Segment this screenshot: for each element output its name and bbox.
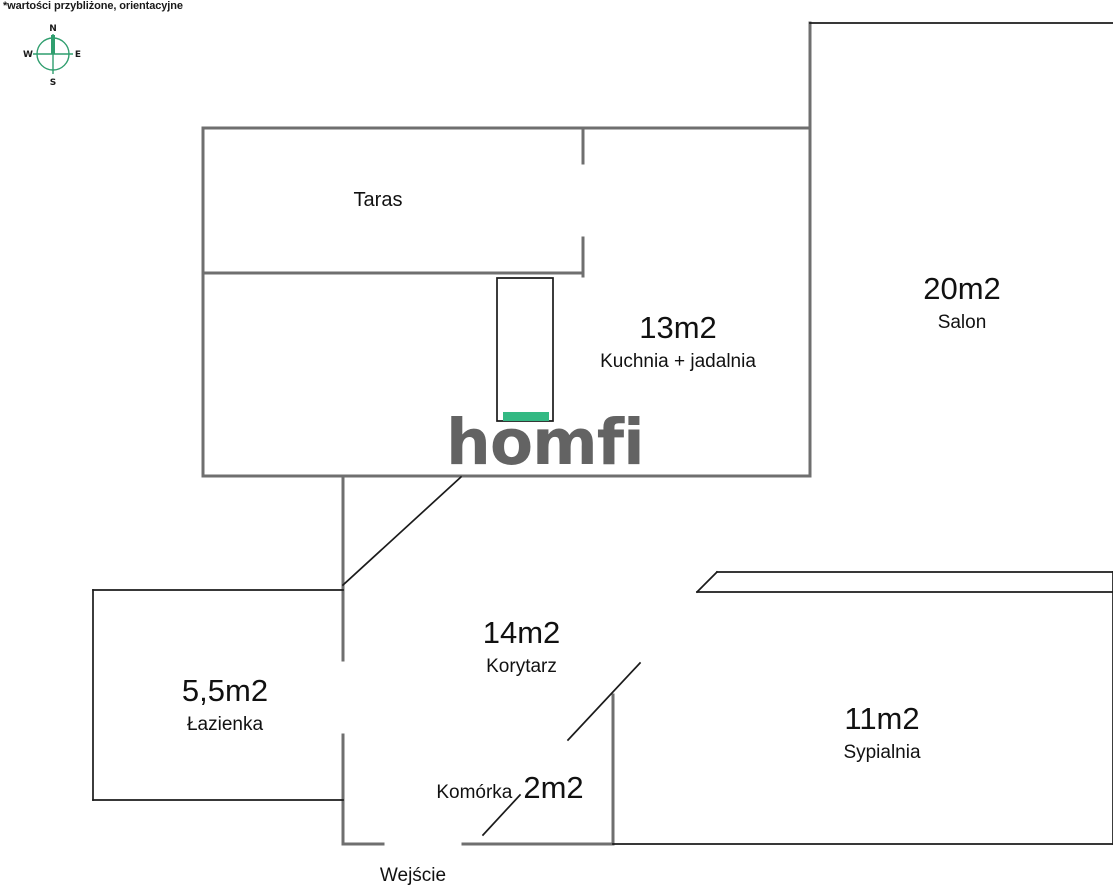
wall-diagonal-corridor	[341, 475, 463, 587]
homfi-watermark: homfi	[446, 406, 672, 479]
door-swing-bedroom	[695, 570, 719, 594]
wall-group-thin	[92, 22, 1113, 845]
room-area-lazienka: 5,5m2	[181, 673, 269, 708]
compass-rose: N E S W	[22, 20, 84, 88]
compass-label-east: E	[75, 50, 81, 60]
room-label-korytarz: 14m2 Korytarz	[443, 617, 600, 676]
door-swing-storage	[566, 661, 642, 742]
compass-label-west: W	[23, 50, 33, 60]
compass-icon: N E S W	[23, 24, 81, 88]
room-label-komorka: Komórka 2m2	[420, 772, 600, 803]
room-name-kuchnia: Kuchnia + jadalnia	[600, 351, 756, 372]
room-area-salon: 20m2	[923, 271, 1001, 306]
room-label-salon: 20m2 Salon	[882, 273, 1042, 332]
wall-group-thick	[201, 21, 812, 846]
room-label-sypialnia: 11m2 Sypialnia	[802, 703, 962, 762]
room-name-komorka: Komórka	[436, 782, 513, 803]
room-name-taras: Taras	[353, 189, 403, 211]
door-swing-entry	[481, 793, 522, 837]
balcony-door-marker	[503, 412, 549, 421]
room-area-sypialnia: 11m2	[844, 701, 920, 736]
room-label-kuchnia: 13m2 Kuchnia + jadalnia	[558, 312, 798, 371]
room-label-wejscie: Wejście	[348, 866, 478, 885]
room-area-kuchnia: 13m2	[639, 310, 717, 345]
room-name-korytarz: Korytarz	[486, 656, 557, 677]
homfi-logo-text: homfi	[446, 406, 645, 479]
disclaimer-note: *wartości przybliżone, orientacyjne	[3, 0, 183, 12]
room-label-taras: Taras	[330, 190, 426, 210]
room-name-sypialnia: Sypialnia	[843, 742, 921, 763]
room-label-lazienka: 5,5m2 Łazienka	[140, 675, 310, 734]
pantry-closet-outline	[496, 277, 554, 422]
room-name-lazienka: Łazienka	[186, 714, 264, 735]
compass-label-north: N	[49, 24, 57, 34]
room-name-salon: Salon	[937, 312, 987, 333]
room-name-wejscie: Wejście	[379, 865, 447, 886]
room-area-korytarz: 14m2	[482, 615, 561, 650]
compass-label-south: S	[50, 78, 56, 88]
room-area-komorka: 2m2	[523, 770, 584, 805]
